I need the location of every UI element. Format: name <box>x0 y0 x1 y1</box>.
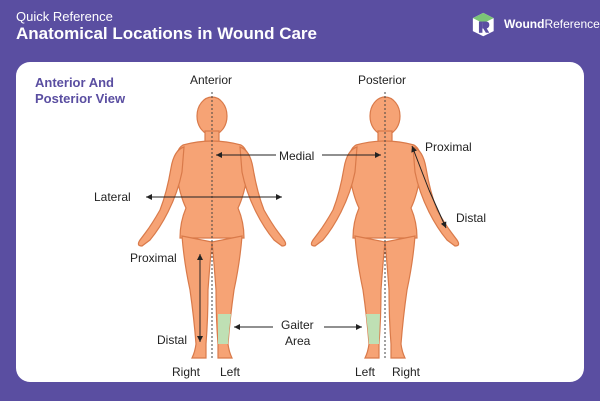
label-distal-posterior: Distal <box>456 211 487 225</box>
label-medial: Medial <box>279 149 315 163</box>
label-lateral: Lateral <box>94 190 131 204</box>
wound-reference-logo-icon <box>472 12 494 37</box>
label-gaiter-area: Area <box>285 334 311 348</box>
label-gaiter: Gaiter <box>281 318 314 332</box>
header-subtitle: Quick Reference <box>16 9 113 24</box>
posterior-gaiter-area <box>366 314 380 344</box>
label-back-left: Left <box>355 365 376 379</box>
anterior-gaiter-area <box>218 314 231 344</box>
distal-arrow-posterior <box>428 189 447 229</box>
section-title: Anterior And Posterior View <box>35 75 126 106</box>
label-proximal-anterior: Proximal <box>130 251 177 265</box>
proximal-arrow-posterior <box>411 145 430 191</box>
label-distal-anterior: Distal <box>157 333 188 347</box>
label-proximal-posterior: Proximal <box>425 140 472 154</box>
header-title: Anatomical Locations in Wound Care <box>16 24 317 43</box>
label-front-right: Right <box>172 365 201 379</box>
label-front-left: Left <box>220 365 241 379</box>
content-panel <box>16 62 584 382</box>
label-anterior: Anterior <box>190 73 233 87</box>
brand-name: WoundReference <box>504 17 600 31</box>
label-back-right: Right <box>392 365 421 379</box>
label-posterior: Posterior <box>358 73 407 87</box>
header-bar: Quick Reference Anatomical Locations in … <box>0 0 600 52</box>
